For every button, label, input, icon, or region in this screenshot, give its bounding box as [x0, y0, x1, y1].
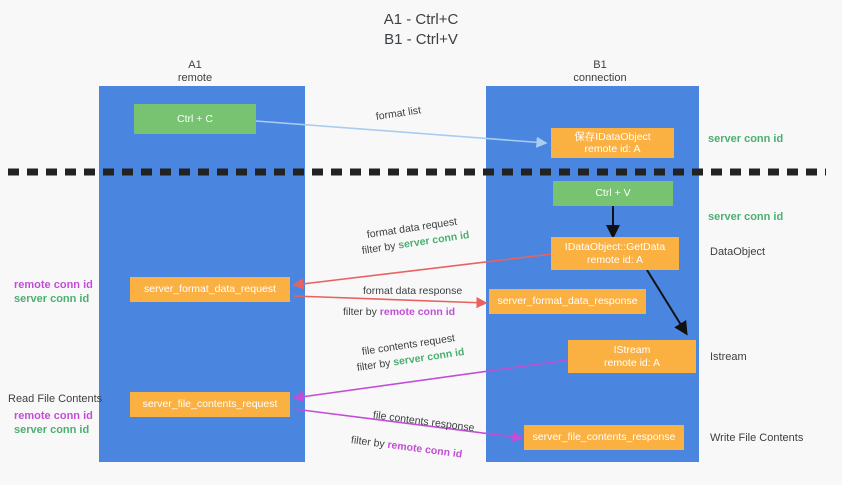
box-server-format-data-request-label: server_format_data_request	[144, 283, 276, 296]
label-format-list: format list	[375, 104, 422, 123]
label-file-contents-response: file contents response	[372, 409, 476, 435]
left-label-remote-conn-id-top: remote conn id	[14, 279, 93, 291]
box-save-idataobject[interactable]: 保存IDataObject remote id: A	[551, 128, 674, 158]
label-file-contents-response-filter: filter by remote conn id	[350, 434, 463, 462]
box-server-file-contents-response-label: server_file_contents_response	[532, 431, 676, 444]
box-server-format-data-response-label: server_format_data_response	[497, 295, 638, 308]
left-label-remote-conn-id-bottom: remote conn id	[14, 410, 93, 422]
page-title: A1 - Ctrl+C B1 - Ctrl+V	[0, 10, 842, 50]
box-idataobject-getdata-line1: IDataObject::GetData	[564, 241, 666, 253]
box-server-file-contents-request-label: server_file_contents_request	[142, 398, 278, 411]
title-line-2: B1 - Ctrl+V	[384, 31, 458, 48]
remote-conn-id-token: remote conn id	[386, 438, 463, 461]
box-server-format-data-response[interactable]: server_format_data_response	[489, 289, 646, 314]
filter-prefix: filter by	[361, 239, 400, 257]
left-label-server-conn-id-bottom: server conn id	[14, 424, 90, 436]
box-idataobject-getdata[interactable]: IDataObject::GetData remote id: A	[551, 237, 679, 270]
filter-prefix: filter by	[343, 306, 380, 318]
right-label-istream: Istream	[710, 351, 747, 363]
column-a1-name: A1	[188, 59, 202, 71]
box-istream[interactable]: IStream remote id: A	[568, 340, 696, 373]
box-save-idataobject-line1: 保存IDataObject	[574, 130, 651, 143]
box-istream-line1: IStream	[613, 344, 651, 356]
remote-conn-id-token: remote conn id	[379, 306, 456, 318]
box-ctrl-v-label: Ctrl + V	[595, 187, 631, 200]
column-b1-sub: connection	[573, 72, 627, 84]
right-label-write-file-contents: Write File Contents	[710, 432, 804, 444]
title-line-1: A1 - Ctrl+C	[383, 11, 459, 28]
left-label-read-file-contents: Read File Contents	[8, 393, 103, 405]
box-idataobject-getdata-line2: remote id: A	[586, 253, 644, 266]
box-ctrl-c-label: Ctrl + C	[177, 112, 213, 125]
box-ctrl-c[interactable]: Ctrl + C	[134, 104, 256, 134]
label-format-data-response: format data response	[363, 285, 463, 297]
column-a1-sub: remote	[177, 72, 213, 84]
box-server-format-data-request[interactable]: server_format_data_request	[130, 277, 290, 302]
column-b1-name: B1	[593, 59, 607, 71]
right-label-server-conn-id-top: server conn id	[708, 133, 784, 145]
filter-prefix: filter by	[356, 356, 395, 374]
box-istream-line2: remote id: A	[603, 356, 661, 369]
box-ctrl-v[interactable]: Ctrl + V	[553, 181, 673, 206]
label-format-data-response-filter: filter by remote conn id	[343, 306, 455, 319]
box-save-idataobject-line2: remote id: A	[584, 143, 641, 155]
right-label-server-conn-id-mid: server conn id	[708, 211, 784, 223]
column-header-b1: B1 connection	[535, 59, 665, 85]
right-label-dataobject: DataObject	[710, 246, 766, 258]
column-header-a1: A1 remote	[130, 59, 260, 85]
filter-prefix: filter by	[350, 434, 389, 451]
box-server-file-contents-response[interactable]: server_file_contents_response	[524, 425, 684, 450]
left-label-server-conn-id-top: server conn id	[14, 293, 90, 305]
box-server-file-contents-request[interactable]: server_file_contents_request	[130, 392, 290, 417]
